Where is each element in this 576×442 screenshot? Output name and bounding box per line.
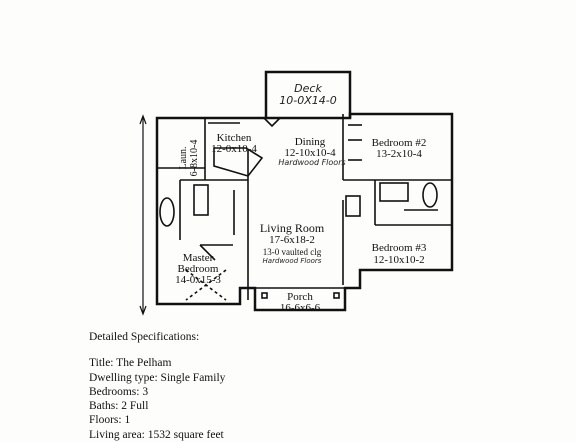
- living-room-label: Living Room: [260, 221, 325, 235]
- spec-title: Title: The Pelham: [89, 357, 172, 370]
- deck-label: Deck: [294, 82, 322, 95]
- dining-floor: Hardwood Floors: [278, 158, 345, 167]
- bedroom3-dims: 12-10x10-2: [373, 254, 424, 266]
- living-room-dims: 17-6x18-2: [269, 234, 315, 246]
- porch-dims: 16-6x6-6: [280, 302, 321, 314]
- spec-bedrooms: Bedrooms: 3: [89, 385, 149, 398]
- spec-dwelling-type: Dwelling type: Single Family: [89, 371, 226, 384]
- spec-living-area: Living area: 1532 square feet: [89, 428, 224, 441]
- dining-label: Dining: [295, 136, 326, 148]
- bedroom3-label: Bedroom #3: [372, 242, 427, 254]
- laundry-dims: 6-8x10-4: [189, 140, 200, 177]
- specifications-block: Detailed Specifications: Title: The Pelh…: [89, 330, 489, 442]
- porch-label: Porch: [287, 291, 313, 303]
- master-label-2: Bedroom: [178, 263, 219, 275]
- deck-outline: [264, 70, 352, 118]
- spec-baths: Baths: 2 Full: [89, 400, 149, 413]
- deck-dims: 10-0X14-0: [279, 94, 336, 107]
- dining-dims: 12-10x10-4: [284, 147, 336, 159]
- floor-plan: Deck 10-0X14-0 Kitchen 12-0x10-4 Laun. 6…: [139, 70, 454, 316]
- living-room-ceiling: 13-0 vaulted clg: [263, 247, 322, 257]
- bedroom2-dims: 13-2x10-4: [376, 148, 422, 160]
- bedroom2-label: Bedroom #2: [372, 137, 427, 149]
- kitchen-dims: 12-0x10-4: [211, 143, 257, 155]
- kitchen-label: Kitchen: [217, 132, 252, 144]
- specs-heading: Detailed Specifications:: [89, 331, 200, 343]
- spec-floors: Floors: 1: [89, 414, 131, 427]
- master-dims: 14-0x15-3: [175, 274, 221, 286]
- laundry-label: Laun.: [178, 146, 189, 169]
- master-label: Master: [183, 252, 214, 264]
- living-room-floor: Hardwood Floors: [263, 257, 322, 265]
